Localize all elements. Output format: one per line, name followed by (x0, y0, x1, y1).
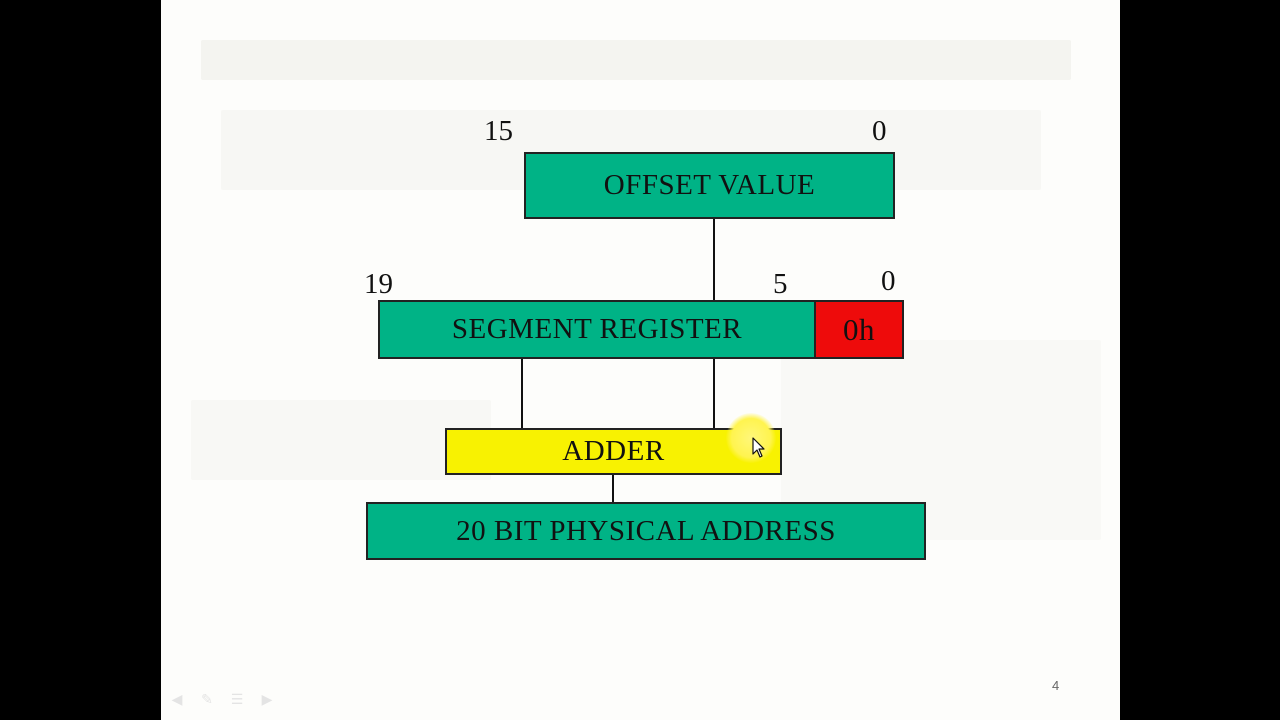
cursor-highlight (726, 413, 776, 463)
next-slide-icon[interactable]: ▶ (261, 692, 273, 708)
segment-bit-high: 19 (364, 268, 393, 300)
segment-register-label: SEGMENT REGISTER (451, 313, 743, 345)
offset-value-label: OFFSET VALUE (603, 169, 816, 201)
ghost-artifact (201, 40, 1071, 80)
menu-icon[interactable]: ☰ (230, 692, 244, 708)
adder-box: ADDER (445, 428, 782, 475)
segment-register-box: SEGMENT REGISTER (378, 300, 816, 359)
physical-address-label: 20 BIT PHYSICAL ADDRESS (456, 514, 836, 547)
arrow-pointer-icon (752, 437, 765, 458)
offset-bit-low: 0 (872, 115, 887, 147)
slideshow-controls: ◀ ✎ ☰ ▶ (168, 692, 276, 708)
zero-hex-box: 0h (814, 300, 904, 359)
offset-value-box: OFFSET VALUE (524, 152, 895, 219)
slide-page-number: 4 (1052, 678, 1060, 693)
adder-label: ADDER (562, 435, 665, 467)
segment-bit-mid: 5 (773, 268, 788, 300)
ghost-artifact (191, 400, 491, 480)
physical-address-box: 20 BIT PHYSICAL ADDRESS (366, 502, 926, 560)
slide (161, 0, 1120, 720)
offset-bit-high: 15 (484, 115, 513, 147)
zero-hex-label: 0h (843, 311, 875, 347)
segment-to-adder-wire (521, 356, 523, 430)
pen-icon[interactable]: ✎ (201, 692, 213, 708)
segment-bit-low: 0 (881, 265, 896, 297)
prev-slide-icon[interactable]: ◀ (171, 692, 183, 708)
adder-to-address-wire (612, 473, 614, 504)
